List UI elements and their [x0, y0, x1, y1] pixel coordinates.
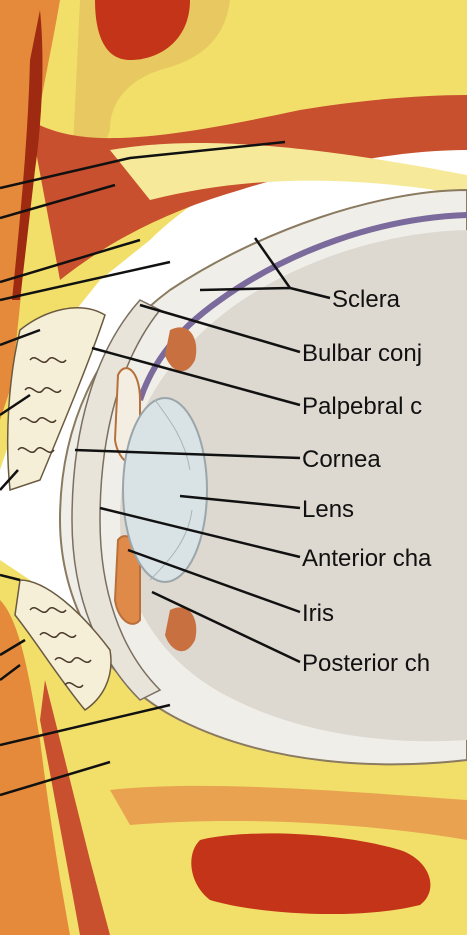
- label-posterior-chamber: Posterior ch: [302, 652, 430, 676]
- label-cornea: Cornea: [302, 448, 381, 472]
- label-iris: Iris: [302, 602, 334, 626]
- label-lens: Lens: [302, 498, 354, 522]
- lens: [123, 398, 207, 582]
- label-sclera: Sclera: [332, 288, 400, 312]
- label-bulbar-conjunctiva: Bulbar conj: [302, 342, 422, 366]
- label-palpebral-conjunctiva: Palpebral c: [302, 395, 422, 419]
- label-anterior-chamber: Anterior cha: [302, 547, 431, 571]
